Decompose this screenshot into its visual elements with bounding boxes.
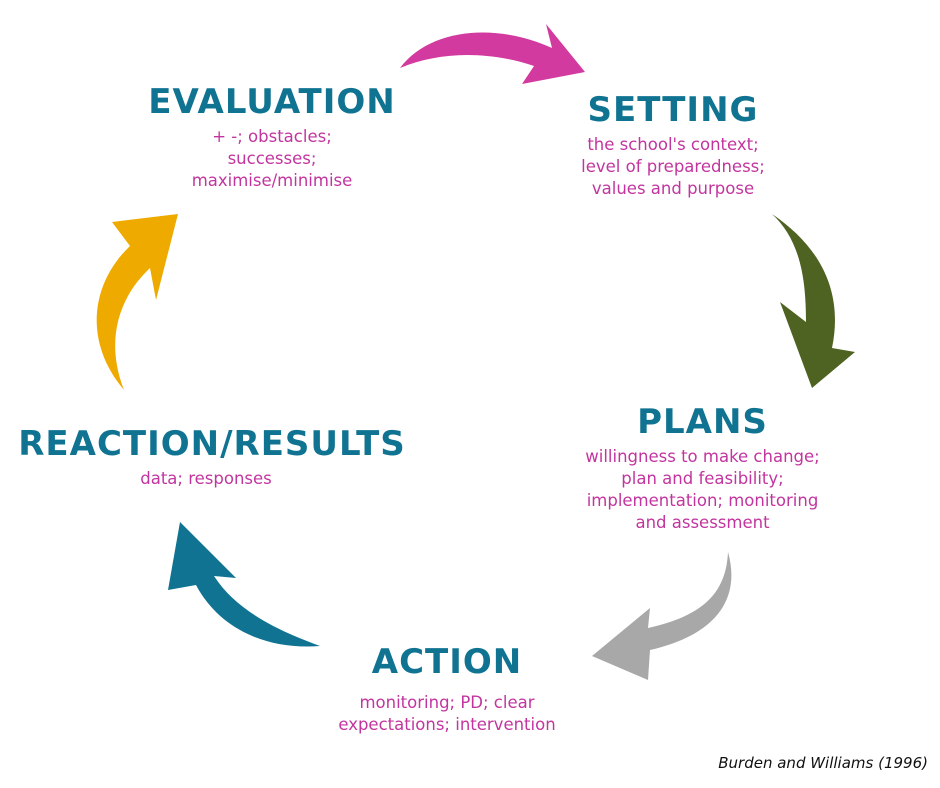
- stage-action-description: monitoring; PD; clear expectations; inte…: [316, 692, 578, 736]
- arrow-plans-to-action: [592, 552, 732, 680]
- stage-reaction-description: data; responses: [10, 468, 414, 490]
- stage-reaction: REACTION/RESULTS data; responses: [10, 424, 414, 490]
- arrow-action-to-reaction: [168, 522, 320, 647]
- stage-action-line: expectations; intervention: [338, 715, 556, 734]
- stage-plans-description: willingness to make change; plan and fea…: [560, 446, 845, 534]
- stage-plans: PLANS willingness to make change; plan a…: [560, 402, 845, 534]
- stage-evaluation-line: maximise/minimise: [191, 171, 353, 190]
- stage-evaluation: EVALUATION + -; obstacles; successes; ma…: [138, 82, 406, 192]
- stage-reaction-title: REACTION/RESULTS: [18, 424, 406, 464]
- stage-reaction-line: data; responses: [140, 469, 272, 488]
- arrow-reaction-to-evaluation: [96, 214, 178, 390]
- stage-plans-line: plan and feasibility;: [621, 469, 784, 488]
- arrow-evaluation-to-setting: [400, 24, 585, 84]
- arrow-setting-to-plans: [772, 214, 855, 388]
- stage-plans-line: willingness to make change;: [585, 447, 820, 466]
- stage-evaluation-line: + -; obstacles;: [212, 127, 332, 146]
- stage-setting: SETTING the school's context; level of p…: [562, 90, 784, 200]
- stage-plans-line: implementation; monitoring: [586, 491, 819, 510]
- stage-action-title: ACTION: [371, 642, 523, 682]
- stage-evaluation-description: + -; obstacles; successes; maximise/mini…: [138, 126, 406, 192]
- stage-setting-line: values and purpose: [591, 179, 755, 198]
- stage-evaluation-line: successes;: [227, 149, 317, 168]
- citation: Burden and Williams (1996): [718, 754, 928, 772]
- stage-plans-title: PLANS: [637, 402, 768, 442]
- stage-plans-line: and assessment: [635, 513, 770, 532]
- stage-setting-description: the school's context; level of preparedn…: [562, 134, 784, 200]
- stage-action-line: monitoring; PD; clear: [359, 693, 535, 712]
- stage-action: ACTION monitoring; PD; clear expectation…: [316, 642, 578, 736]
- stage-setting-line: the school's context;: [587, 135, 759, 154]
- stage-evaluation-title: EVALUATION: [148, 82, 396, 122]
- stage-setting-line: level of preparedness;: [581, 157, 765, 176]
- stage-setting-title: SETTING: [587, 90, 759, 130]
